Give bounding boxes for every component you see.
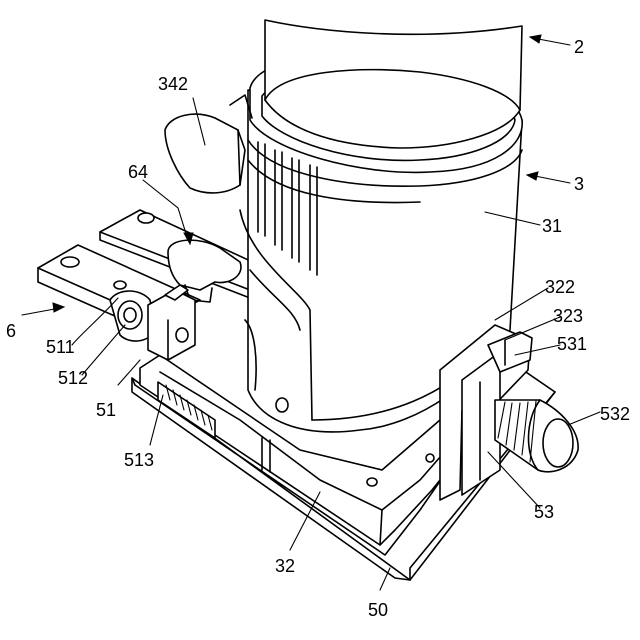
label-512: 512 <box>58 368 88 388</box>
label-3: 3 <box>574 174 584 194</box>
handle-342 <box>165 95 252 193</box>
label-2: 2 <box>574 37 584 57</box>
label-53: 53 <box>534 502 554 522</box>
label-342: 342 <box>158 74 188 94</box>
label-322: 322 <box>545 277 575 297</box>
top-cylinder <box>265 20 522 148</box>
label-51: 51 <box>96 400 116 420</box>
label-32: 32 <box>275 556 295 576</box>
label-31: 31 <box>542 216 562 236</box>
label-6: 6 <box>6 321 16 341</box>
label-532: 532 <box>600 404 630 424</box>
label-531: 531 <box>557 334 587 354</box>
label-64: 64 <box>128 162 148 182</box>
label-323: 323 <box>553 306 583 326</box>
label-50: 50 <box>368 600 388 620</box>
label-513: 513 <box>124 450 154 470</box>
label-511: 511 <box>46 337 75 357</box>
